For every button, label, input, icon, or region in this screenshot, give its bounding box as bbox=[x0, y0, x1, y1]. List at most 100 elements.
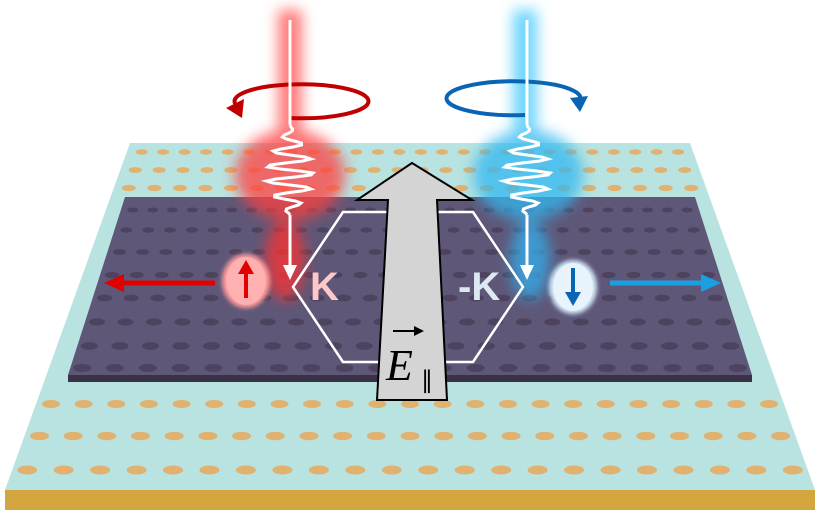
dot bbox=[345, 318, 362, 326]
dot bbox=[746, 465, 767, 475]
dot bbox=[501, 431, 521, 441]
dot bbox=[672, 149, 685, 155]
dot bbox=[670, 249, 684, 255]
dot bbox=[466, 363, 485, 373]
dot bbox=[433, 399, 452, 409]
dot bbox=[200, 167, 214, 173]
dot bbox=[691, 342, 709, 350]
dot bbox=[414, 149, 427, 155]
dot bbox=[463, 167, 477, 173]
dot bbox=[97, 294, 113, 302]
dot bbox=[393, 149, 406, 155]
dot bbox=[628, 294, 644, 302]
dot bbox=[265, 431, 285, 441]
dot bbox=[607, 184, 622, 192]
dot bbox=[663, 363, 682, 373]
dot bbox=[515, 318, 532, 326]
dot bbox=[186, 207, 198, 213]
dot bbox=[709, 465, 730, 475]
dot bbox=[630, 363, 649, 373]
dot bbox=[695, 363, 714, 373]
dot bbox=[63, 431, 83, 441]
dot bbox=[172, 399, 191, 409]
dot bbox=[452, 271, 467, 279]
dot bbox=[128, 167, 142, 173]
dot bbox=[198, 431, 218, 441]
dot bbox=[600, 465, 621, 475]
dot bbox=[73, 363, 92, 373]
dot bbox=[371, 149, 384, 155]
dot bbox=[308, 465, 329, 475]
dot bbox=[447, 342, 465, 350]
dot bbox=[469, 227, 482, 233]
dot bbox=[401, 399, 419, 409]
dot bbox=[224, 167, 238, 173]
dot bbox=[436, 149, 449, 155]
dot bbox=[630, 342, 648, 350]
dot bbox=[111, 342, 129, 350]
dot bbox=[538, 342, 556, 350]
dot bbox=[629, 399, 648, 409]
blue-light-beam bbox=[497, 20, 554, 268]
dot bbox=[607, 149, 620, 155]
dot bbox=[120, 227, 133, 233]
dot bbox=[381, 465, 402, 475]
dot bbox=[17, 465, 38, 475]
dot bbox=[678, 167, 692, 173]
dot bbox=[309, 294, 325, 302]
dot bbox=[112, 249, 126, 255]
dot bbox=[647, 249, 661, 255]
dot bbox=[484, 249, 498, 255]
dot bbox=[366, 431, 386, 441]
dot bbox=[368, 399, 387, 409]
red-current-arrow bbox=[104, 274, 215, 292]
dot bbox=[554, 249, 568, 255]
dot bbox=[544, 318, 561, 326]
dot bbox=[622, 207, 634, 213]
dot bbox=[491, 465, 512, 475]
dot bbox=[658, 184, 673, 192]
dot bbox=[88, 318, 105, 326]
dot bbox=[461, 249, 475, 255]
dot bbox=[145, 318, 162, 326]
dot bbox=[171, 363, 190, 373]
dot bbox=[328, 271, 343, 279]
dot bbox=[491, 227, 504, 233]
dot bbox=[577, 249, 591, 255]
dot bbox=[722, 342, 740, 350]
dot bbox=[601, 271, 616, 279]
dot bbox=[564, 465, 585, 475]
dot bbox=[41, 399, 60, 409]
dot bbox=[676, 271, 691, 279]
dot bbox=[622, 227, 635, 233]
dot bbox=[442, 294, 458, 302]
dot bbox=[231, 318, 248, 326]
dot bbox=[630, 167, 644, 173]
dot bbox=[123, 294, 139, 302]
substrate-edge bbox=[5, 490, 815, 510]
dot bbox=[582, 207, 594, 213]
blue-glow bbox=[473, 10, 583, 300]
dot bbox=[669, 431, 689, 441]
dot bbox=[355, 342, 373, 350]
dot bbox=[139, 399, 158, 409]
dot bbox=[727, 399, 746, 409]
dot bbox=[350, 149, 363, 155]
dot bbox=[737, 431, 757, 441]
dot bbox=[90, 465, 111, 475]
dot bbox=[508, 342, 526, 350]
dot bbox=[343, 167, 357, 173]
valley-label-minus-k: -K bbox=[458, 265, 500, 309]
dot bbox=[269, 363, 288, 373]
dot bbox=[97, 431, 117, 441]
dot bbox=[564, 363, 583, 373]
dot bbox=[117, 318, 134, 326]
dot bbox=[467, 431, 487, 441]
field-subscript: ∥ bbox=[421, 368, 433, 394]
dot bbox=[129, 271, 144, 279]
dot bbox=[264, 342, 282, 350]
dot bbox=[532, 363, 551, 373]
dot bbox=[270, 399, 289, 409]
dot bbox=[527, 465, 548, 475]
dot bbox=[498, 399, 517, 409]
